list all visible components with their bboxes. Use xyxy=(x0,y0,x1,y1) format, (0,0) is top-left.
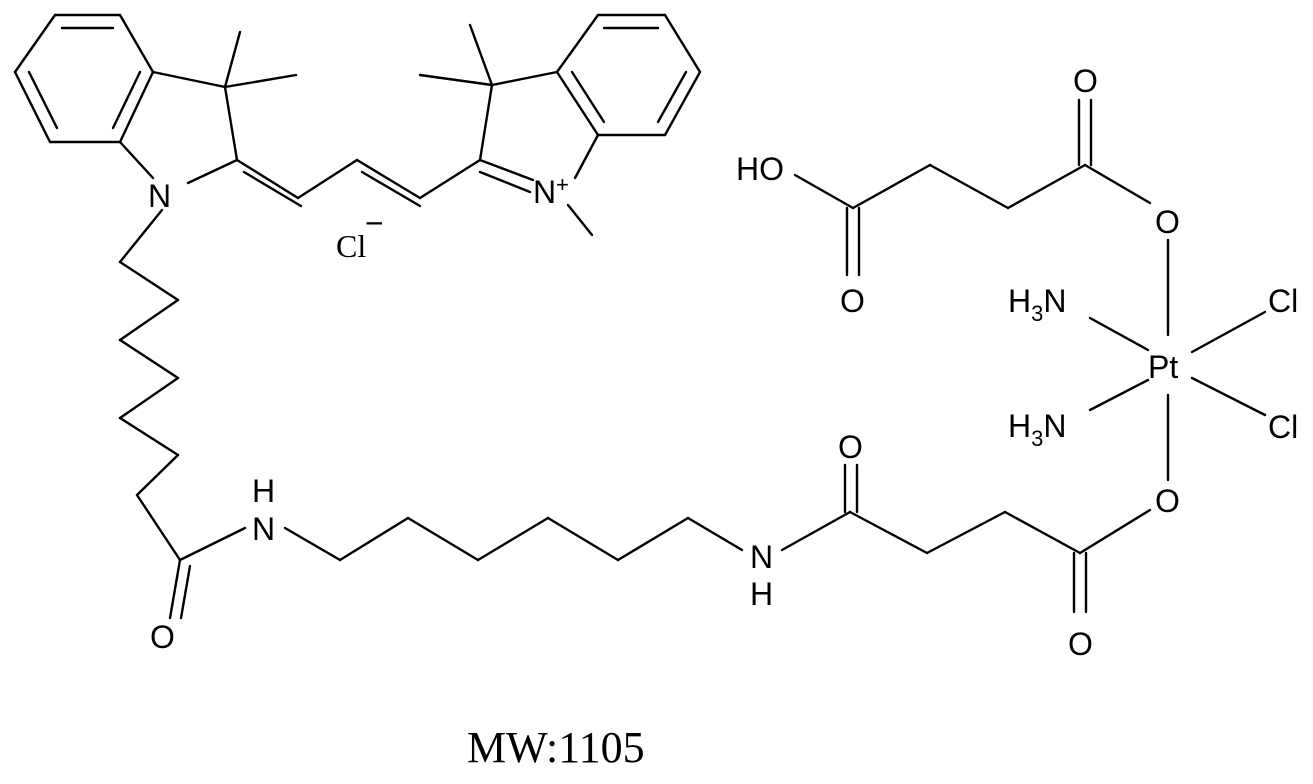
ammine-top-sub: 3 xyxy=(1031,301,1043,326)
counter-ion-charge: − xyxy=(365,205,384,241)
left-indole-bonds xyxy=(13,13,298,264)
atom-nh-right-h: H xyxy=(750,576,773,612)
atom-pt: Pt xyxy=(1148,349,1178,385)
ammine-top: H3N xyxy=(1008,283,1066,326)
atom-nh-right-n: N xyxy=(750,539,773,575)
ammine-bottom-n: N xyxy=(1043,408,1066,444)
ammine-bottom-sub: 3 xyxy=(1031,426,1043,451)
ammine-bottom-h: H xyxy=(1008,408,1031,444)
atom-o-amide-left: O xyxy=(150,619,175,655)
polymethine-bridge xyxy=(235,158,482,208)
succinate-lower xyxy=(780,463,1152,614)
atom-ho: HO xyxy=(736,151,784,187)
atom-o-carbonyl-up: O xyxy=(1073,63,1098,99)
atom-cl-top: Cl xyxy=(1268,283,1298,319)
atom-o-ester-low: O xyxy=(1155,483,1180,519)
charge-plus: + xyxy=(556,172,569,197)
atom-o-acid: O xyxy=(840,283,865,319)
atom-o-carbonyl-low: O xyxy=(1068,626,1093,662)
atom-nh-left-n: N xyxy=(252,511,275,547)
right-indole-bonds xyxy=(418,13,702,237)
atom-n-right: N xyxy=(533,174,556,210)
hexyl-linker xyxy=(283,516,744,562)
succinate-upper xyxy=(793,98,1152,277)
platinum-bonds xyxy=(1088,238,1267,482)
ammine-bottom: H3N xyxy=(1008,408,1066,451)
atom-nh-left-h: H xyxy=(252,473,275,509)
ammine-top-h: H xyxy=(1008,283,1031,319)
molecular-weight-caption: MW:1105 xyxy=(467,723,645,772)
atom-n-left: N xyxy=(148,178,171,214)
atom-o-ester-up: O xyxy=(1155,204,1180,240)
atom-cl-bottom: Cl xyxy=(1268,409,1298,445)
ammine-top-n: N xyxy=(1043,283,1066,319)
atom-o-amide-right: O xyxy=(838,429,863,465)
alkyl-chain-left xyxy=(118,260,247,620)
counter-ion-cl: Cl xyxy=(336,228,366,264)
